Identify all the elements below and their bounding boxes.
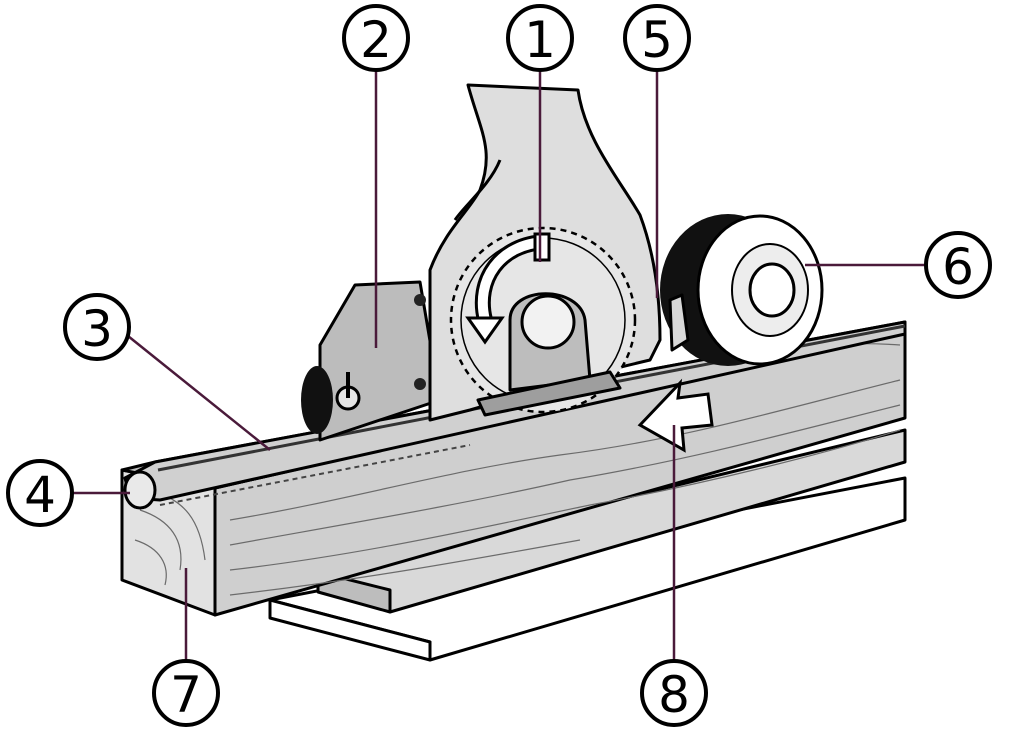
feed-roller <box>660 214 824 366</box>
callout-7: 7 <box>152 659 220 727</box>
callout-5-label: 5 <box>641 11 673 69</box>
callout-2-label: 2 <box>360 11 392 69</box>
callout-6-label: 6 <box>942 238 974 296</box>
callout-7-label: 7 <box>170 666 202 724</box>
callout-3-label: 3 <box>81 300 113 358</box>
callout-1-label: 1 <box>524 11 556 69</box>
motor-bracket <box>301 280 442 442</box>
arbor <box>476 292 622 417</box>
callout-1: 1 <box>506 4 574 72</box>
callout-3: 3 <box>63 293 131 361</box>
callout-8: 8 <box>640 659 708 727</box>
leader-lines <box>72 68 925 660</box>
feed-direction-arrow <box>637 378 714 453</box>
callout-6: 6 <box>924 231 992 299</box>
callout-2: 2 <box>342 4 410 72</box>
callout-markers: 1 2 3 4 5 6 7 8 <box>6 4 992 727</box>
callout-5: 5 <box>623 4 691 72</box>
callout-4-label: 4 <box>24 466 56 524</box>
callout-4: 4 <box>6 459 74 527</box>
base-plate <box>268 476 907 662</box>
rotation-arrow <box>465 232 551 345</box>
callout-8-label: 8 <box>658 666 690 724</box>
